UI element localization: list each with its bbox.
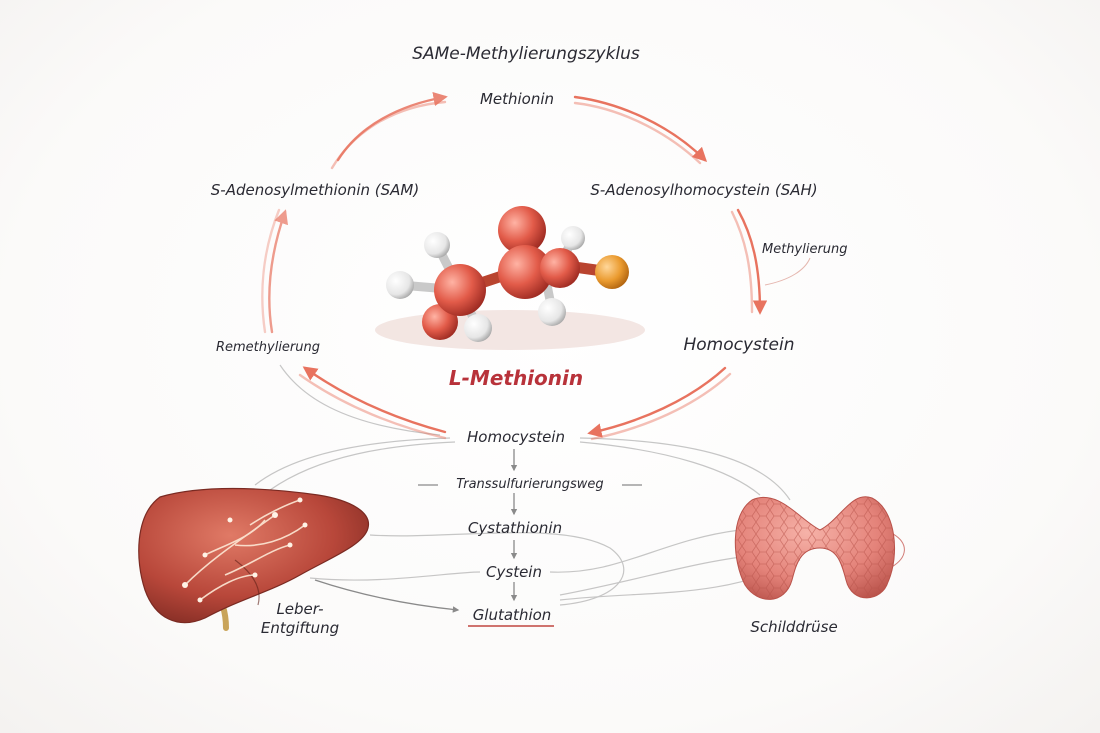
cycle-arrows (261, 91, 768, 441)
label-glutathione: Glutathion (472, 606, 552, 624)
liver-icon (138, 487, 369, 631)
label-cystathionine: Cystathionin (467, 519, 563, 537)
label-homocysteine-pathway: Homocystein (467, 428, 565, 446)
label-thyroid: Schilddrüse (750, 618, 838, 636)
label-methylation: Methylierung (762, 242, 848, 257)
label-transsulfuration: Transsulfurierungsweg (456, 477, 604, 492)
label-liver-line1: Leber- (276, 600, 324, 618)
label-remethylation: Remethylierung (215, 340, 321, 355)
thyroid-icon (734, 496, 896, 600)
label-methionine: Methionin (479, 90, 555, 108)
label-liver-line2: Entgiftung (260, 619, 340, 637)
label-sah: S-Adenosylhomocystein (SAH) (590, 181, 818, 199)
molecule-icon (375, 206, 645, 350)
label-liver: Leber- Entgiftung (261, 600, 339, 638)
label-l-methionine: L-Methionin (448, 366, 584, 390)
label-cysteine: Cystein (486, 563, 542, 581)
label-homocysteine-cycle: Homocystein (683, 335, 795, 355)
diagram-title: SAMe-Methylierungszyklus (412, 44, 640, 64)
pathway-arrows (314, 449, 642, 613)
label-sam: S-Adenosylmethionin (SAM) (210, 181, 420, 199)
